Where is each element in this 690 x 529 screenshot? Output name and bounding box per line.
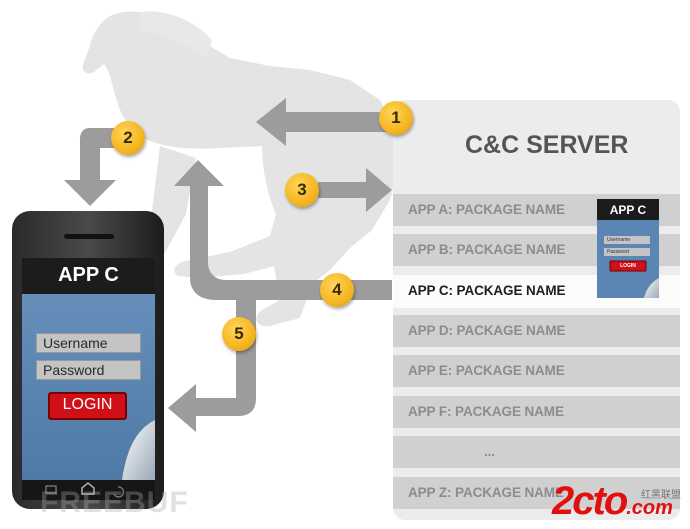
server-title: C&C SERVER bbox=[465, 131, 629, 159]
mini-username-bg bbox=[604, 236, 650, 244]
package-row-bg bbox=[393, 436, 680, 468]
trojan-horse-mane bbox=[140, 11, 212, 59]
phone-app-title: APP C bbox=[58, 264, 119, 286]
back-icon bbox=[45, 485, 57, 494]
2cto-logo-suffix: .com bbox=[626, 497, 673, 519]
package-row-bg bbox=[393, 315, 680, 347]
phone-earpiece bbox=[64, 234, 114, 239]
package-row-e: APP E: PACKAGE NAME bbox=[408, 363, 565, 378]
password-field[interactable]: Password bbox=[36, 360, 141, 380]
step-badge-3: 3 bbox=[285, 173, 319, 207]
freebuf-watermark: FREEBUF bbox=[40, 486, 189, 519]
arrow-3-to-server bbox=[318, 168, 392, 212]
logo-top-text: 红黑联盟 bbox=[641, 490, 681, 501]
package-row-f: APP F: PACKAGE NAME bbox=[408, 404, 564, 419]
phone-app-header bbox=[22, 258, 155, 294]
arrow-5-to-phone bbox=[168, 290, 256, 432]
package-row-bg bbox=[393, 355, 680, 387]
phone-nav-bar bbox=[22, 480, 155, 500]
home-icon bbox=[81, 482, 95, 495]
mini-password-bg bbox=[604, 248, 650, 256]
step-badge-5: 5 bbox=[222, 317, 256, 351]
2cto-logo: 2cto.com bbox=[552, 479, 673, 529]
mini-login-bg bbox=[609, 260, 647, 272]
package-row-bg bbox=[393, 477, 680, 509]
package-row-ellipsis: ... bbox=[484, 444, 495, 459]
mini-page-curl-icon bbox=[644, 278, 659, 298]
arrow-2-to-phone bbox=[64, 128, 116, 206]
page-curl-icon bbox=[122, 420, 155, 480]
2cto-logo-text: 2cto bbox=[552, 479, 628, 523]
step-badge-1: 1 bbox=[379, 101, 413, 135]
package-row-d: APP D: PACKAGE NAME bbox=[408, 323, 566, 338]
login-button[interactable]: LOGIN bbox=[48, 392, 127, 420]
package-row-b: APP B: PACKAGE NAME bbox=[408, 242, 566, 257]
mini-username-label: Username bbox=[607, 237, 631, 243]
package-row-a: APP A: PACKAGE NAME bbox=[408, 202, 565, 217]
step-badge-2: 2 bbox=[111, 121, 145, 155]
arrow-4-to-horse bbox=[174, 160, 392, 300]
arrow-1-from-server bbox=[256, 98, 392, 146]
package-row-z: APP Z: PACKAGE NAME bbox=[408, 485, 564, 500]
step-badge-4: 4 bbox=[320, 273, 354, 307]
return-icon bbox=[113, 486, 125, 498]
mini-password-label: Password bbox=[607, 249, 629, 255]
mini-app-header bbox=[597, 199, 659, 220]
mini-login-label: LOGIN bbox=[620, 263, 636, 269]
username-field[interactable]: Username bbox=[36, 333, 141, 353]
package-row-c-highlighted: APP C: PACKAGE NAME bbox=[408, 283, 566, 298]
trojan-horse-silhouette bbox=[82, 11, 398, 327]
package-row-bg bbox=[393, 396, 680, 428]
mini-app-title: APP C bbox=[609, 203, 647, 217]
